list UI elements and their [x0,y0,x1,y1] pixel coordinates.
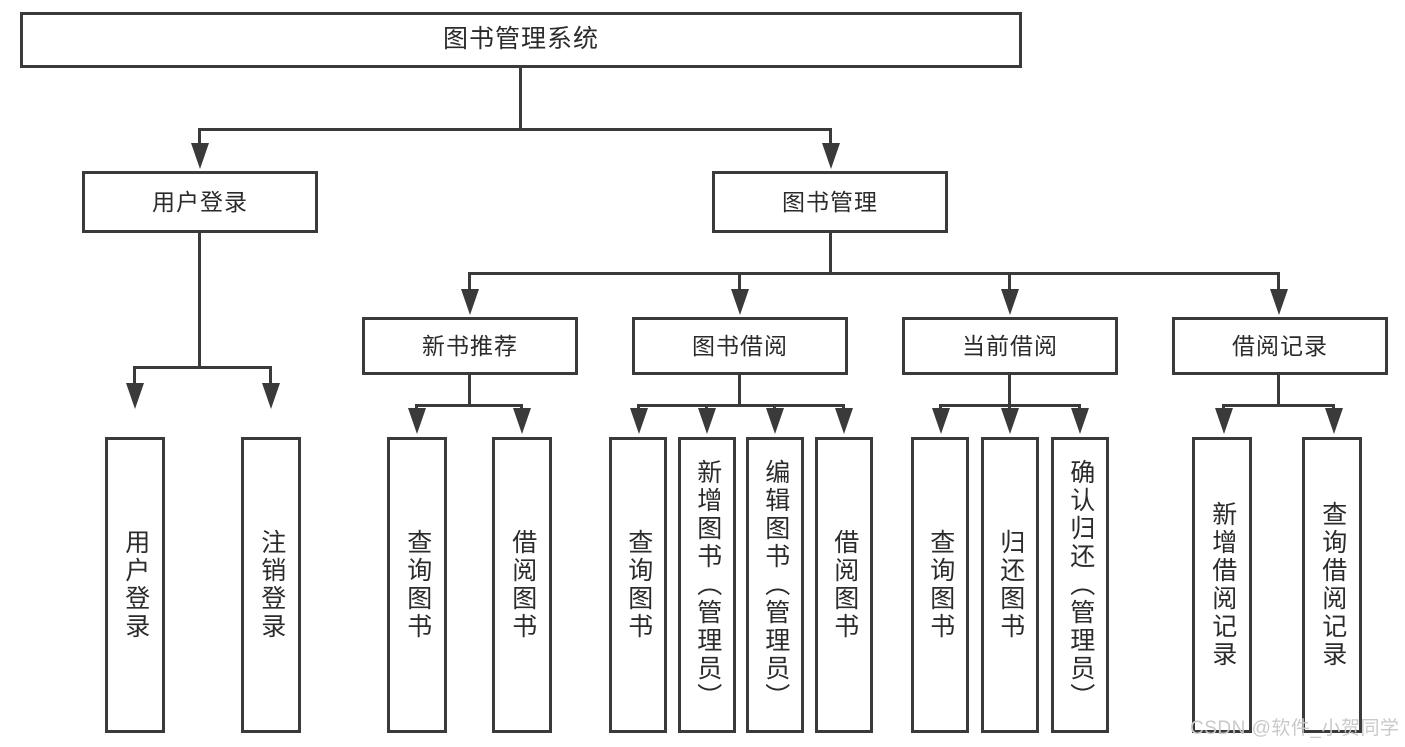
arrowhead-current-borrow-leaf-2 [1001,408,1019,434]
leaf-label: 新增图书（管理员） [693,459,722,711]
connector-root-stem [519,68,522,130]
leaf-new-book-borrow-book[interactable]: 借阅图书 [492,437,552,733]
leaf-new-book-query-book[interactable]: 查询图书 [387,437,447,733]
connector-book-management-bus [468,272,1280,275]
node-user-login[interactable]: 用户登录 [82,171,318,233]
leaf-borrow-add-book-admin[interactable]: 新增图书（管理员） [678,437,736,733]
node-current-borrow[interactable]: 当前借阅 [902,317,1118,375]
arrowhead-book-borrow-leaf-1 [630,408,648,434]
connector-book-management-stem [829,233,832,275]
leaf-label: 确认归还（管理员） [1066,459,1095,711]
node-label: 当前借阅 [962,332,1058,359]
connector-bm-to-borrow-record [1277,272,1280,292]
connector-borrow-record-stem [1277,375,1280,407]
leaf-label: 编辑图书（管理员） [761,459,790,711]
connector-borrow-record-bus [1222,404,1335,407]
arrowhead-book-borrow-leaf-2 [698,408,716,434]
node-book-borrow[interactable]: 图书借阅 [632,317,848,375]
leaf-record-query-record[interactable]: 查询借阅记录 [1302,437,1362,733]
node-borrow-record[interactable]: 借阅记录 [1172,317,1388,375]
connector-root-to-user-login [198,128,201,146]
node-label: 图书借阅 [692,332,788,359]
connector-new-book-stem [468,375,471,407]
arrowhead-user-login-leaf-2 [262,383,280,409]
connector-user-login-bus [133,366,272,369]
leaf-borrow-query-book[interactable]: 查询图书 [609,437,667,733]
arrowhead-bm-to-book-borrow [731,289,749,315]
leaf-current-query-book[interactable]: 查询图书 [911,437,969,733]
leaf-label: 注销登录 [257,529,286,641]
node-label: 用户登录 [152,188,248,215]
arrowhead-borrow-record-leaf-1 [1215,408,1233,434]
node-label: 图书管理系统 [442,25,599,54]
connector-root-bus [198,128,832,131]
leaf-current-confirm-return-admin[interactable]: 确认归还（管理员） [1051,437,1109,733]
arrowhead-current-borrow-leaf-3 [1071,408,1089,434]
arrowhead-root-to-book-manage [822,143,840,169]
leaf-borrow-borrow-book[interactable]: 借阅图书 [815,437,873,733]
arrowhead-user-login-leaf-1 [126,383,144,409]
connector-current-borrow-stem [1008,375,1011,407]
connector-new-book-bus [415,404,523,407]
arrowhead-bm-to-new-book [461,289,479,315]
connector-bm-to-new-book [468,272,471,292]
leaf-label: 新增借阅记录 [1208,501,1237,669]
node-label: 图书管理 [782,188,878,215]
leaf-label: 用户登录 [121,529,150,641]
connector-root-to-book-manage [829,128,832,146]
leaf-label: 查询图书 [403,529,432,641]
arrowhead-bm-to-current-borrow [1001,289,1019,315]
leaf-current-return-book[interactable]: 归还图书 [981,437,1039,733]
leaf-label: 借阅图书 [830,529,859,641]
leaf-label: 查询图书 [926,529,955,641]
leaf-record-add-record[interactable]: 新增借阅记录 [1192,437,1252,733]
connector-book-borrow-stem [738,375,741,407]
arrowhead-new-book-leaf-1 [408,408,426,434]
leaf-borrow-edit-book-admin[interactable]: 编辑图书（管理员） [746,437,804,733]
leaf-logout[interactable]: 注销登录 [241,437,301,733]
leaf-label: 归还图书 [996,529,1025,641]
node-book-management[interactable]: 图书管理 [712,171,948,233]
leaf-label: 查询借阅记录 [1318,501,1347,669]
connector-user-login-stem [198,233,201,369]
arrowhead-book-borrow-leaf-3 [766,408,784,434]
leaf-user-login[interactable]: 用户登录 [105,437,165,733]
connector-user-login-to-leaf-1 [133,366,136,386]
arrowhead-current-borrow-leaf-1 [932,408,950,434]
arrowhead-borrow-record-leaf-2 [1325,408,1343,434]
leaf-label: 查询图书 [624,529,653,641]
csdn-watermark: CSDN @软件_小贺同学 [1190,718,1400,739]
leaf-label: 借阅图书 [508,529,537,641]
connector-book-borrow-bus [637,404,845,407]
node-new-book-recommend[interactable]: 新书推荐 [362,317,578,375]
arrowhead-bm-to-borrow-record [1270,289,1288,315]
node-root-system[interactable]: 图书管理系统 [20,12,1022,68]
connector-bm-to-book-borrow [738,272,741,292]
arrowhead-root-to-user-login [191,143,209,169]
arrowhead-book-borrow-leaf-4 [835,408,853,434]
connector-user-login-to-leaf-2 [269,366,272,386]
arrowhead-new-book-leaf-2 [513,408,531,434]
connector-bm-to-current-borrow [1008,272,1011,292]
node-label: 新书推荐 [422,332,518,359]
node-label: 借阅记录 [1232,332,1328,359]
